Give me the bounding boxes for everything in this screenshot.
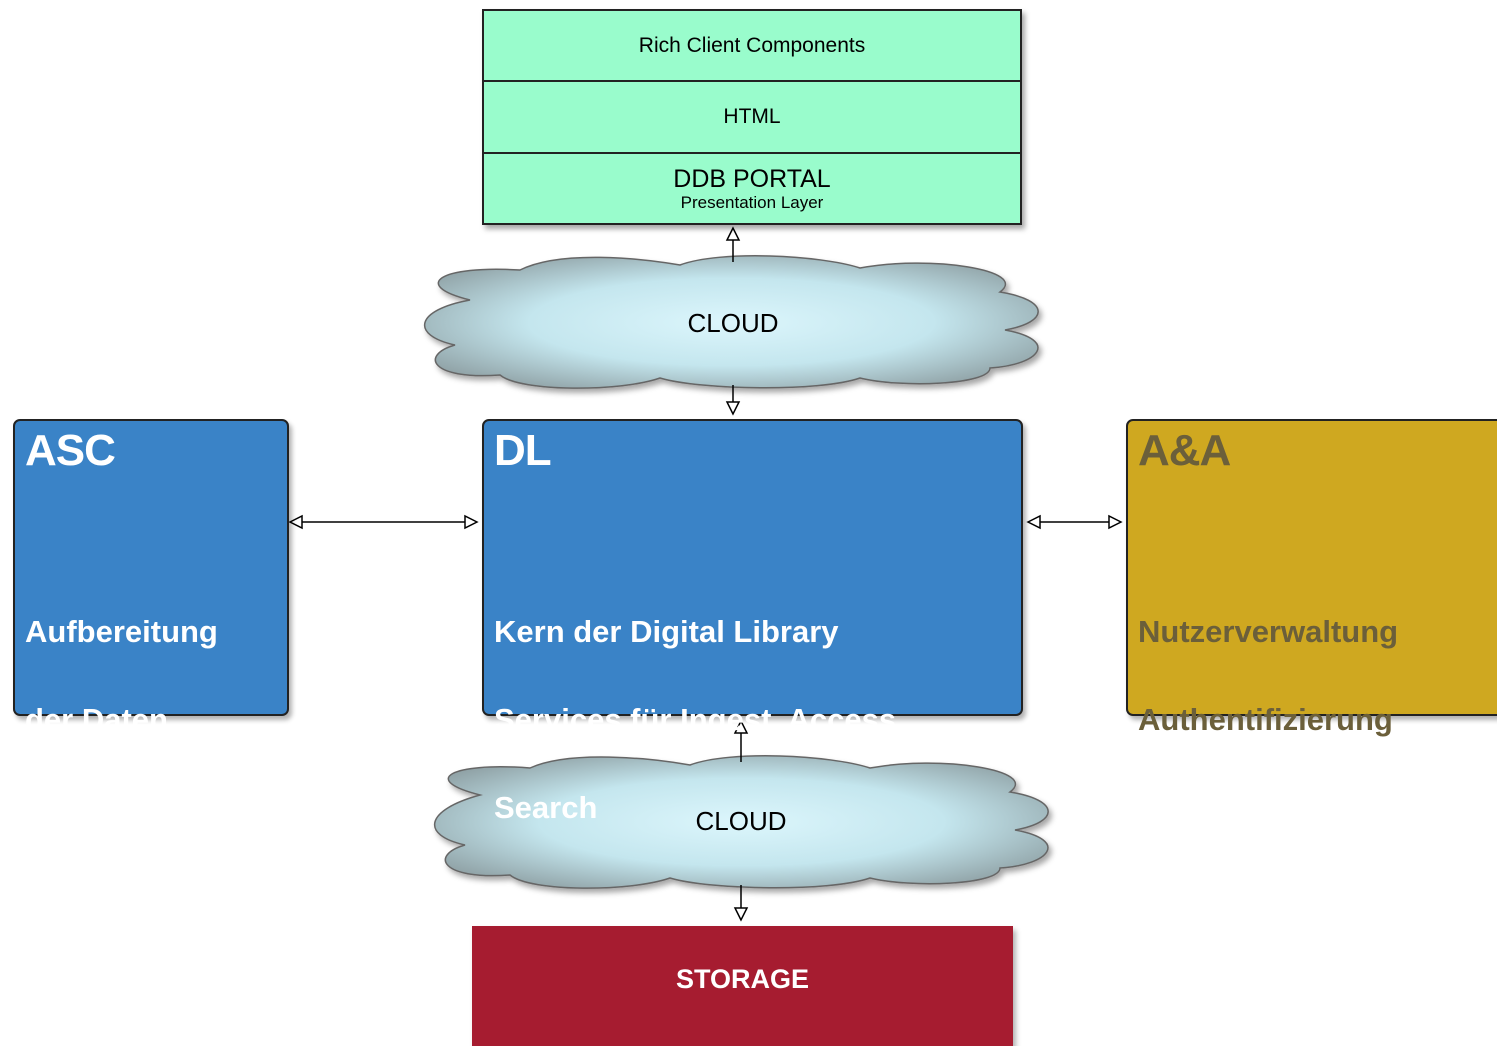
aa-box: A&A Nutzerverwaltung Authentifizierung (1126, 419, 1497, 737)
arrowhead-up-dl (733, 719, 749, 734)
aa-line: Authentifizierung (1138, 702, 1393, 737)
arrowhead-left-asc (288, 514, 303, 530)
asc-line: Aufbereitung (25, 614, 218, 649)
ddb-portal-layer: DDB PORTAL Presentation Layer (482, 152, 1022, 225)
arrowhead-right-dl (464, 514, 479, 530)
ddb-portal-title: DDB PORTAL (673, 164, 831, 193)
rich-client-label: Rich Client Components (638, 33, 866, 57)
storage-label: STORAGE (675, 964, 810, 994)
arrowhead-down-storage (733, 907, 749, 922)
arrowhead-right-aa (1108, 514, 1123, 530)
asc-title: ASC (25, 426, 116, 475)
asc-box: ASC Aufbereitung der Daten vor dem Inges… (13, 419, 289, 825)
aa-title: A&A (1138, 426, 1231, 475)
dl-line: Search (494, 790, 598, 825)
html-label: HTML (723, 105, 781, 128)
bottom-cloud-label: CLOUD (695, 806, 787, 836)
bottom-cloud-shape (434, 755, 1049, 889)
top-cloud-label: CLOUD (687, 308, 779, 338)
storage-box: STORAGE (472, 926, 1013, 1046)
arrowhead-down-dl (725, 401, 741, 416)
dl-line: Services für Ingest, Access, (494, 702, 905, 737)
dl-box: DL Kern der Digital Library Services für… (482, 419, 1023, 825)
rich-client-layer: Rich Client Components (482, 9, 1022, 82)
asc-description: Aufbereitung der Daten vor dem Ingest (25, 566, 246, 874)
asc-line: der Daten (25, 702, 168, 737)
html-layer: HTML (482, 80, 1022, 154)
portal-stack: Rich Client Components HTML DDB PORTAL P… (482, 9, 1022, 225)
dl-line: Kern der Digital Library (494, 614, 839, 649)
presentation-layer-label: Presentation Layer (680, 192, 824, 212)
aa-line: Nutzerverwaltung (1138, 614, 1399, 649)
dl-description: Kern der Digital Library Services für In… (494, 566, 905, 874)
asc-line: vor dem Ingest (25, 790, 246, 825)
top-cloud-shape (424, 255, 1039, 389)
aa-description: Nutzerverwaltung Authentifizierung (1138, 566, 1398, 786)
dl-title: DL (494, 426, 552, 475)
arrowhead-up-portal (725, 226, 741, 241)
arrowhead-left-dl (1026, 514, 1041, 530)
